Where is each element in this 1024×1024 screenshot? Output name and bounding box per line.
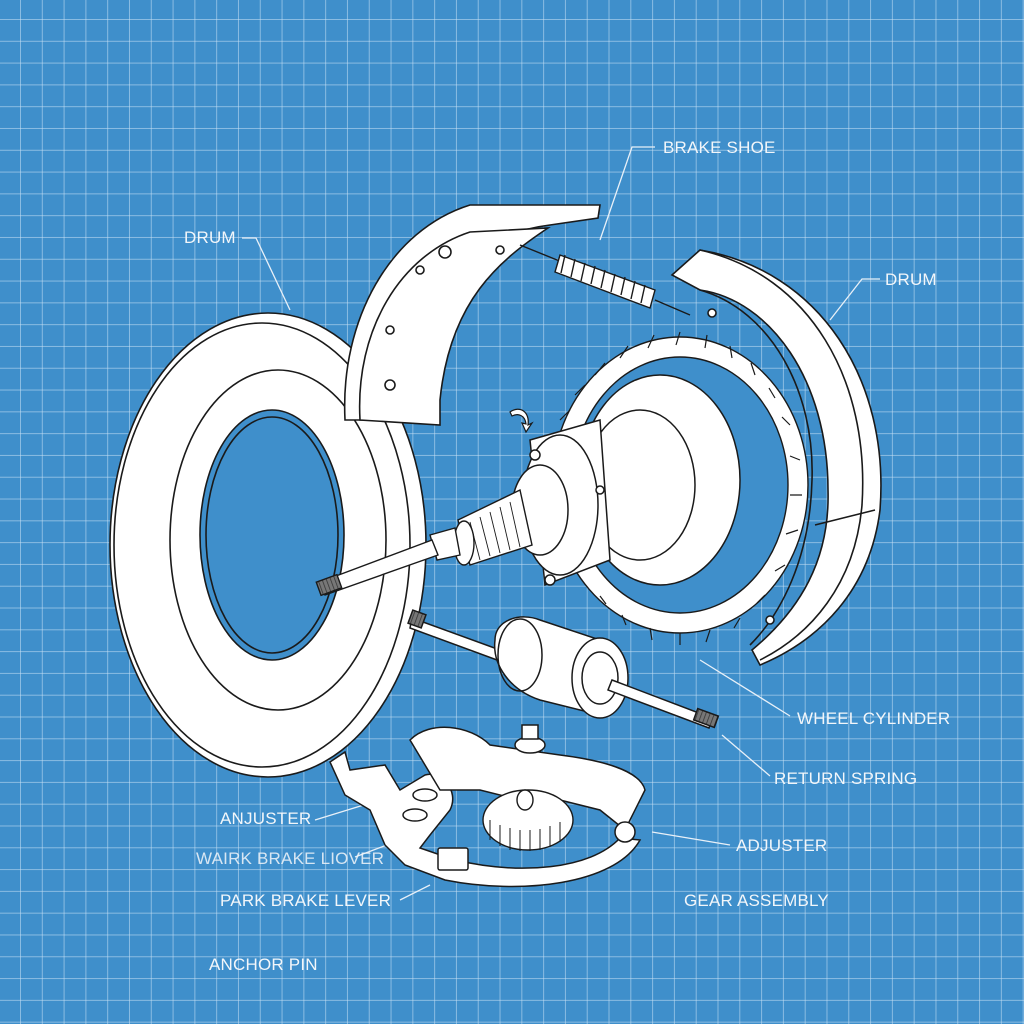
label-drum-left: DRUM: [184, 228, 236, 247]
brake-shoe-right: [670, 249, 882, 667]
adjuster-gear: [482, 789, 574, 851]
return-spring-coil: [519, 244, 691, 316]
brake-shoe-upper: [343, 204, 601, 426]
splined-shaft: [315, 488, 533, 597]
label-anchor-pin: ANCHOR PIN: [209, 955, 318, 974]
label-gear-assembly: GEAR ASSEMBLY: [684, 891, 829, 910]
label-anjuster: ANJUSTER: [220, 809, 312, 828]
label-brake-shoe: BRAKE SHOE: [663, 138, 776, 157]
wheel-cylinder: [407, 609, 720, 729]
label-return-spring: RETURN SPRING: [774, 769, 918, 788]
leader-lines: [242, 146, 880, 901]
park-brake-lever-assembly: [329, 724, 646, 888]
rotation-arrow-icon: [509, 408, 534, 434]
axle-hub: [511, 374, 741, 587]
label-wark-brake-lover: WAIRK BRAKE LIOVER: [196, 849, 385, 868]
label-wheel-cylinder: WHEEL CYLINDER: [797, 709, 951, 728]
label-drum-right: DRUM: [885, 270, 937, 289]
label-adjuster: ADJUSTER: [736, 836, 828, 855]
label-park-brake-lever: PARK BRAKE LEVER: [220, 891, 392, 910]
